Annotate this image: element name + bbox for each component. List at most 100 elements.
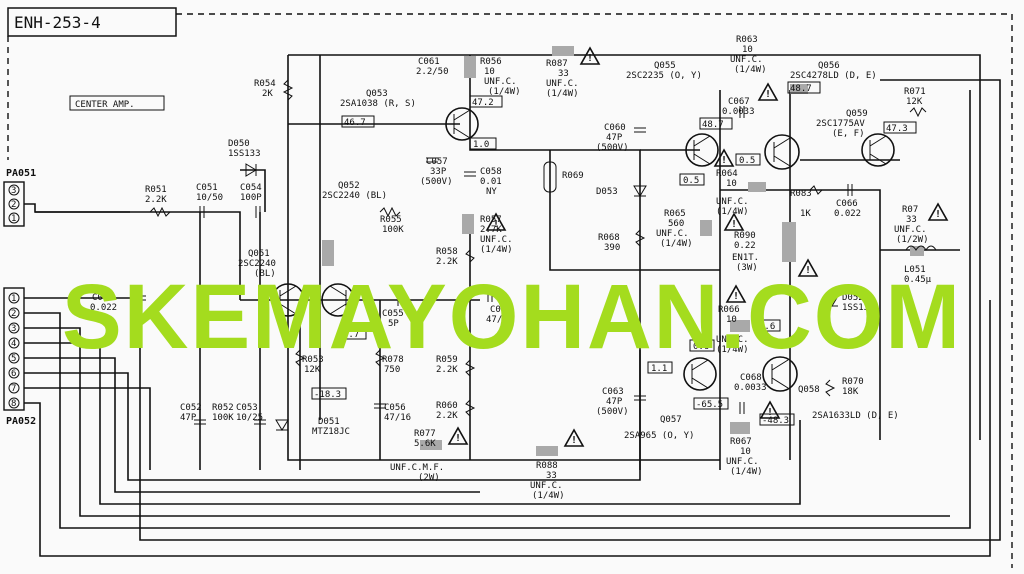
- r058-value: 2.2K: [436, 257, 458, 267]
- r067-note: UNF.C.: [726, 457, 759, 467]
- r053-ref: R053: [302, 355, 324, 365]
- c068-value: 0.0033: [734, 383, 767, 393]
- r088-note: (1/4W): [532, 491, 565, 501]
- pa051-label: PA051: [6, 168, 36, 179]
- section-label: CENTER AMP.: [75, 100, 135, 110]
- c051-ref: C051: [196, 183, 218, 193]
- q055-part: 2SC2235 (O, Y): [626, 71, 702, 81]
- q059-grade: (E, F): [832, 129, 865, 139]
- warning-icon: !: [493, 219, 499, 230]
- c067-value: 0.0033: [722, 107, 755, 117]
- q055-symbol: [685, 133, 719, 167]
- q056-symbol: [764, 134, 800, 170]
- r057-note: UNF.C.: [480, 235, 513, 245]
- r065-note: (1/4W): [660, 239, 693, 249]
- c066-value: 0.022: [834, 209, 861, 219]
- r070-ref: R070: [842, 377, 864, 387]
- r057-ref: R057: [480, 215, 502, 225]
- q052-ref: Q052: [338, 181, 360, 191]
- c054-value: 100P: [240, 193, 262, 203]
- r067-note: (1/4W): [730, 467, 763, 477]
- q056-part: 2SC4278LD (D, E): [790, 71, 877, 81]
- r077-note: UNF.C.M.F.: [390, 463, 444, 473]
- voltage-value: 0.5: [739, 156, 755, 166]
- q051-symbol: [271, 283, 305, 317]
- warning-icon: !: [587, 53, 593, 64]
- bias-wire: [549, 150, 720, 271]
- d050-ref: D050: [228, 139, 250, 149]
- c056-ref: C056: [384, 403, 406, 413]
- pa052-pin: 8: [11, 399, 16, 409]
- r067-ref: R067: [730, 437, 752, 447]
- r070-value: 18K: [842, 387, 859, 397]
- r055-value: 100K: [382, 225, 404, 235]
- r067-value: 10: [740, 447, 751, 457]
- c055-value: 5P: [388, 319, 399, 329]
- r052-value: 100K: [212, 413, 234, 423]
- c058-note: NY: [486, 187, 497, 197]
- c051-value: 10/50: [196, 193, 223, 203]
- c060-value: 47P: [606, 133, 623, 143]
- r060-ref: R060: [436, 401, 458, 411]
- warning-icon: !: [765, 89, 771, 100]
- q057-part: 2SA965 (O, Y): [624, 431, 694, 441]
- r090-note: EN1T.: [732, 253, 759, 263]
- d052-part: 1SS133: [842, 303, 875, 313]
- c066-ref: C066: [836, 199, 858, 209]
- r090-note: (3W): [736, 263, 758, 273]
- c067-ref: C067: [728, 97, 750, 107]
- r087-ref: R087: [546, 59, 568, 69]
- r063-note: UNF.C.: [730, 55, 763, 65]
- c060-ref: C060: [604, 123, 626, 133]
- warning-icon: !: [733, 291, 739, 302]
- c058-ref: C058: [480, 167, 502, 177]
- q058-ref: Q058: [798, 385, 820, 395]
- q053-part: 2SA1038 (R, S): [340, 99, 416, 109]
- r053-value: 12K: [304, 365, 321, 375]
- r078-ref: R078: [382, 355, 404, 365]
- q051-part: 2SC2240: [238, 259, 276, 269]
- c059-value: 47/50: [486, 315, 513, 325]
- warning-icon: !: [571, 435, 577, 446]
- r063-note: (1/4W): [734, 65, 767, 75]
- pa051-pin: 2: [11, 200, 16, 210]
- voltage-value: 0.6: [759, 322, 775, 332]
- c057-value: 33P: [430, 167, 447, 177]
- c057-note: (500V): [420, 177, 453, 187]
- d050-loop: [240, 169, 266, 212]
- r057-value: 2.7K: [480, 225, 502, 235]
- r065-ref: R065: [664, 209, 686, 219]
- r088-note: UNF.C.: [530, 481, 563, 491]
- r054-value: 2K: [262, 89, 273, 99]
- r064-note: UNF.C.: [716, 197, 749, 207]
- pa051-pin: 1: [11, 214, 16, 224]
- q059-ref: Q059: [846, 109, 868, 119]
- c053-value: 10/25: [236, 413, 263, 423]
- q052-symbol: [321, 283, 355, 317]
- q051-grade: (BL): [254, 269, 276, 279]
- c068-ref: C068: [740, 373, 762, 383]
- voltage-value: 0.6: [693, 342, 709, 352]
- q057-symbol: [683, 357, 717, 391]
- rail-left: [287, 55, 720, 461]
- l051-value: 0.45μ: [904, 275, 932, 285]
- voltage-value: -48.3: [762, 416, 789, 426]
- r065-note: UNF.C.: [656, 229, 689, 239]
- pa052-pin: 3: [11, 324, 16, 334]
- r057-note: (1/4W): [480, 245, 513, 255]
- pa051-connector: PA051 3 2 1: [3, 168, 36, 227]
- r051-ref: R051: [145, 185, 167, 195]
- r077-note: (2W): [418, 473, 440, 483]
- r056-value: 10: [484, 67, 495, 77]
- resistor-symbols: [149, 79, 927, 417]
- c063-value: 47P: [606, 397, 623, 407]
- q051-ref: Q051: [248, 249, 270, 259]
- r060-value: 2.2K: [436, 411, 458, 421]
- r083-value: 1K: [800, 209, 811, 219]
- warning-icon: !: [805, 265, 811, 276]
- q052-part: 2SC2240 (BL): [322, 191, 387, 201]
- pa052-pin: 4: [11, 339, 16, 349]
- voltage-value: -65.5: [696, 400, 723, 410]
